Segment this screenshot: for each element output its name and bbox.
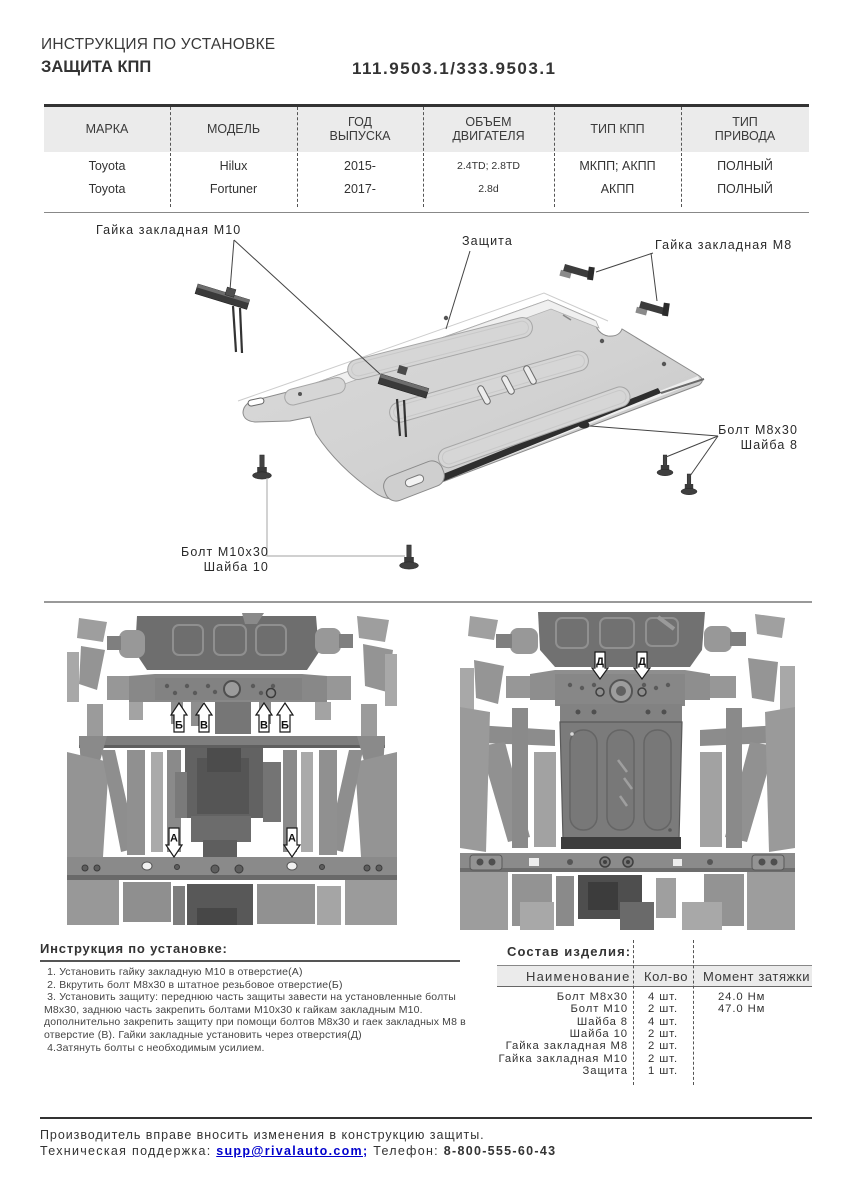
svg-text:А: А <box>170 833 178 845</box>
svg-text:В: В <box>260 720 268 732</box>
svg-text:Д: Д <box>596 656 604 668</box>
svg-text:Защита: Защита <box>462 234 513 248</box>
svg-text:Б: Б <box>281 720 289 732</box>
svg-text:Гайка закладная М8: Гайка закладная М8 <box>655 238 792 252</box>
svg-text:Гайка закладная М10: Гайка закладная М10 <box>96 223 241 237</box>
svg-text:В: В <box>200 720 208 732</box>
svg-text:Шайба 8: Шайба 8 <box>741 438 798 452</box>
svg-text:Шайба 10: Шайба 10 <box>204 560 269 574</box>
svg-text:Б: Б <box>175 720 183 732</box>
svg-text:Болт М8х30: Болт М8х30 <box>718 423 798 437</box>
svg-text:Болт М10х30: Болт М10х30 <box>181 545 269 559</box>
svg-text:А: А <box>288 833 296 845</box>
svg-text:Д: Д <box>638 656 646 668</box>
